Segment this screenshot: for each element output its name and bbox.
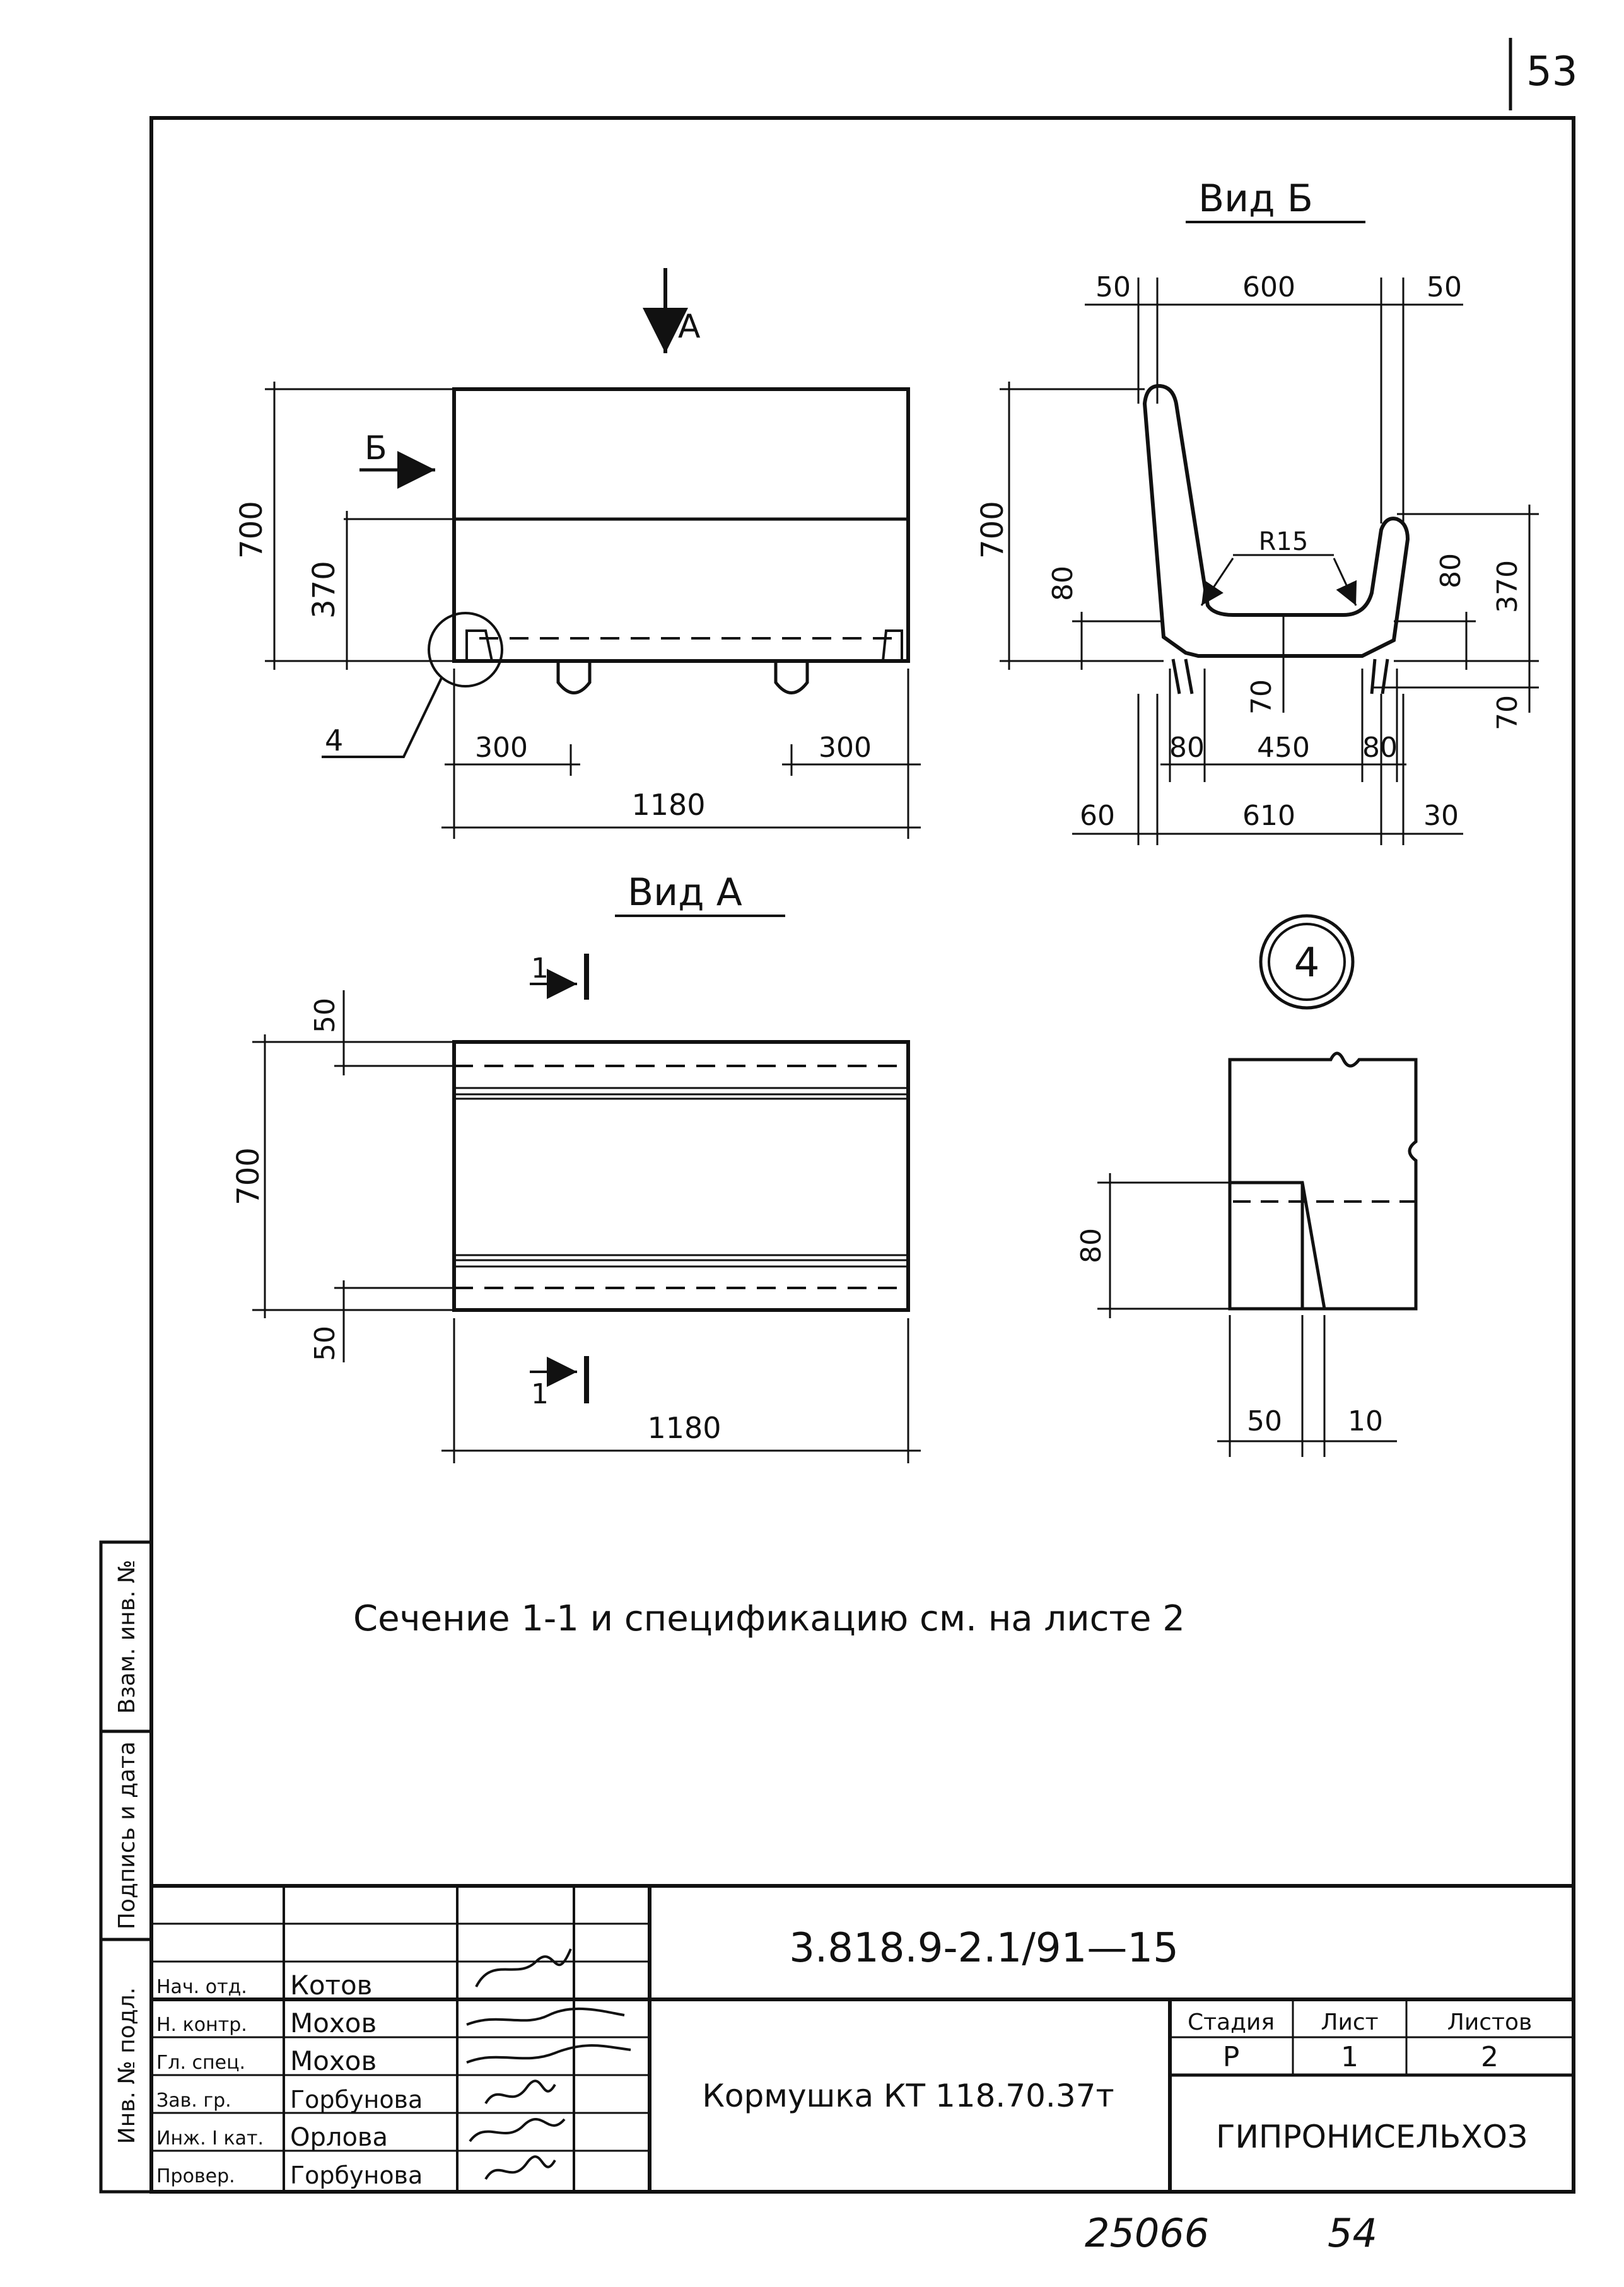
side-dim-center: 70	[1246, 679, 1278, 715]
sheet-value: 1	[1341, 2041, 1358, 2073]
view-arrow-b-label: Б	[365, 430, 387, 467]
detail-outline	[1228, 1051, 1418, 1311]
drawing-frame	[149, 116, 1575, 2194]
side-dim-right-small: 80	[1435, 553, 1467, 588]
side-dim-bottom-right: 70	[1492, 695, 1524, 730]
detail-4-title: 4	[1294, 940, 1320, 986]
staff-role: Нач. отд.	[156, 1976, 247, 1998]
front-dim-right-offset: 300	[819, 732, 872, 764]
detail-dim-gap: 10	[1348, 1405, 1383, 1437]
signature-mark	[484, 2155, 556, 2180]
staff-role: Провер.	[156, 2165, 235, 2187]
side-stamp-replaced: Взам. инв. №	[114, 1560, 140, 1714]
side-dim-top-mid: 600	[1242, 271, 1295, 303]
signature-mark	[466, 2007, 625, 2026]
signature-mark	[475, 1948, 572, 1987]
stage-header: Стадия	[1188, 2009, 1275, 2035]
signature-mark	[484, 2079, 556, 2105]
top-dim-top: 50	[309, 998, 341, 1033]
top-body	[452, 1040, 910, 1312]
staff-role: Инж. I кат.	[156, 2127, 264, 2150]
side-dim-right-height: 370	[1492, 560, 1524, 613]
front-view: 4 А Б 700 370 300 300 1180	[234, 268, 921, 839]
top-view-a: Вид А 1 1 700 50 50 1180	[231, 870, 921, 1463]
staff-name: Орлова	[290, 2123, 388, 2152]
organization-name: ГИПРОНИСЕЛЬХОЗ	[1216, 2119, 1528, 2155]
drawing-note: Сечение 1-1 и спецификацию см. на листе …	[353, 1598, 1185, 1639]
top-view-title: Вид А	[628, 870, 742, 915]
page-number: 53	[1526, 49, 1577, 95]
side-profile	[1142, 383, 1410, 658]
side-dim-base-left: 60	[1080, 800, 1115, 832]
front-body	[452, 387, 910, 663]
title-block: 3.818.9-2.1/91—15 Кормушка КТ 118.70.37т…	[151, 1884, 1574, 2192]
side-view-b: Вид Б R15 50 600 50 700 80 80 370	[975, 177, 1539, 845]
staff-role: Гл. спец.	[156, 2052, 245, 2074]
front-dim-upper: 370	[307, 561, 342, 619]
stage-value: Р	[1223, 2041, 1240, 2073]
top-dim-height: 700	[231, 1147, 266, 1205]
sheet-header: Лист	[1321, 2009, 1378, 2035]
staff-row: Нач. отд. Котов	[156, 1970, 372, 2001]
signature-mark	[469, 2118, 566, 2143]
side-dim-top-right: 50	[1427, 271, 1462, 303]
staff-row: Инж. I кат. Орлова	[156, 2123, 388, 2152]
staff-row: Провер. Горбунова	[156, 2161, 423, 2189]
side-dim-height: 700	[975, 501, 1010, 559]
side-stamp-signature: Подпись и дата	[114, 1741, 140, 1929]
front-dim-left-offset: 300	[475, 732, 528, 764]
side-dim-bottom-left: 80	[1169, 732, 1205, 764]
side-view-title: Вид Б	[1198, 177, 1313, 221]
side-dim-top-left: 50	[1095, 271, 1131, 303]
footer-number: 25066	[1085, 2210, 1209, 2256]
detail-4: 4 80 50 10	[1075, 914, 1418, 1457]
detail-4-callout-label: 4	[325, 723, 343, 757]
front-dim-height: 700	[234, 501, 269, 559]
side-dim-bottom-right-small: 80	[1362, 732, 1398, 764]
sheets-header: Листов	[1447, 2009, 1532, 2035]
sheets-value: 2	[1481, 2041, 1498, 2073]
staff-name: Мохов	[290, 2008, 377, 2038]
document-code: 3.818.9-2.1/91—15	[789, 1925, 1179, 1972]
staff-role: Зав. гр.	[156, 2090, 231, 2112]
staff-name: Горбунова	[290, 2086, 423, 2114]
side-dim-base-mid: 610	[1242, 800, 1295, 832]
side-dim-left-small: 80	[1047, 566, 1079, 601]
staff-row: Зав. гр. Горбунова	[156, 2086, 423, 2114]
staff-name: Горбунова	[290, 2161, 423, 2189]
side-dim-base-right: 30	[1423, 800, 1459, 832]
side-stamp: Инв. № подл. Подпись и дата Взам. инв. №	[99, 1540, 153, 2194]
leg-left	[556, 661, 592, 694]
staff-name: Котов	[290, 1970, 372, 2001]
leg-right	[774, 661, 809, 694]
detail-dim-width: 50	[1247, 1405, 1282, 1437]
front-dim-length: 1180	[631, 788, 705, 822]
staff-row: Н. контр. Мохов	[156, 2008, 377, 2038]
section-mark-top: 1	[531, 952, 549, 985]
document-title: Кормушка КТ 118.70.37т	[702, 2078, 1114, 2114]
detail-4-callout-circle	[428, 612, 503, 687]
signature-mark	[466, 2044, 631, 2064]
staff-name: Мохов	[290, 2045, 377, 2076]
footer-page: 54	[1328, 2210, 1377, 2256]
section-mark-bottom: 1	[531, 1378, 549, 1410]
side-dim-bottom-mid: 450	[1257, 732, 1310, 764]
top-dim-length: 1180	[647, 1411, 721, 1445]
top-dim-bottom: 50	[309, 1326, 341, 1361]
detail-dim-height: 80	[1075, 1228, 1107, 1263]
side-radius: R15	[1259, 527, 1309, 556]
side-stamp-inv: Инв. № подл.	[114, 1987, 140, 2144]
staff-role: Н. контр.	[156, 2014, 247, 2036]
staff-row: Гл. спец. Мохов	[156, 2045, 377, 2076]
view-arrow-a-label: А	[678, 308, 701, 346]
